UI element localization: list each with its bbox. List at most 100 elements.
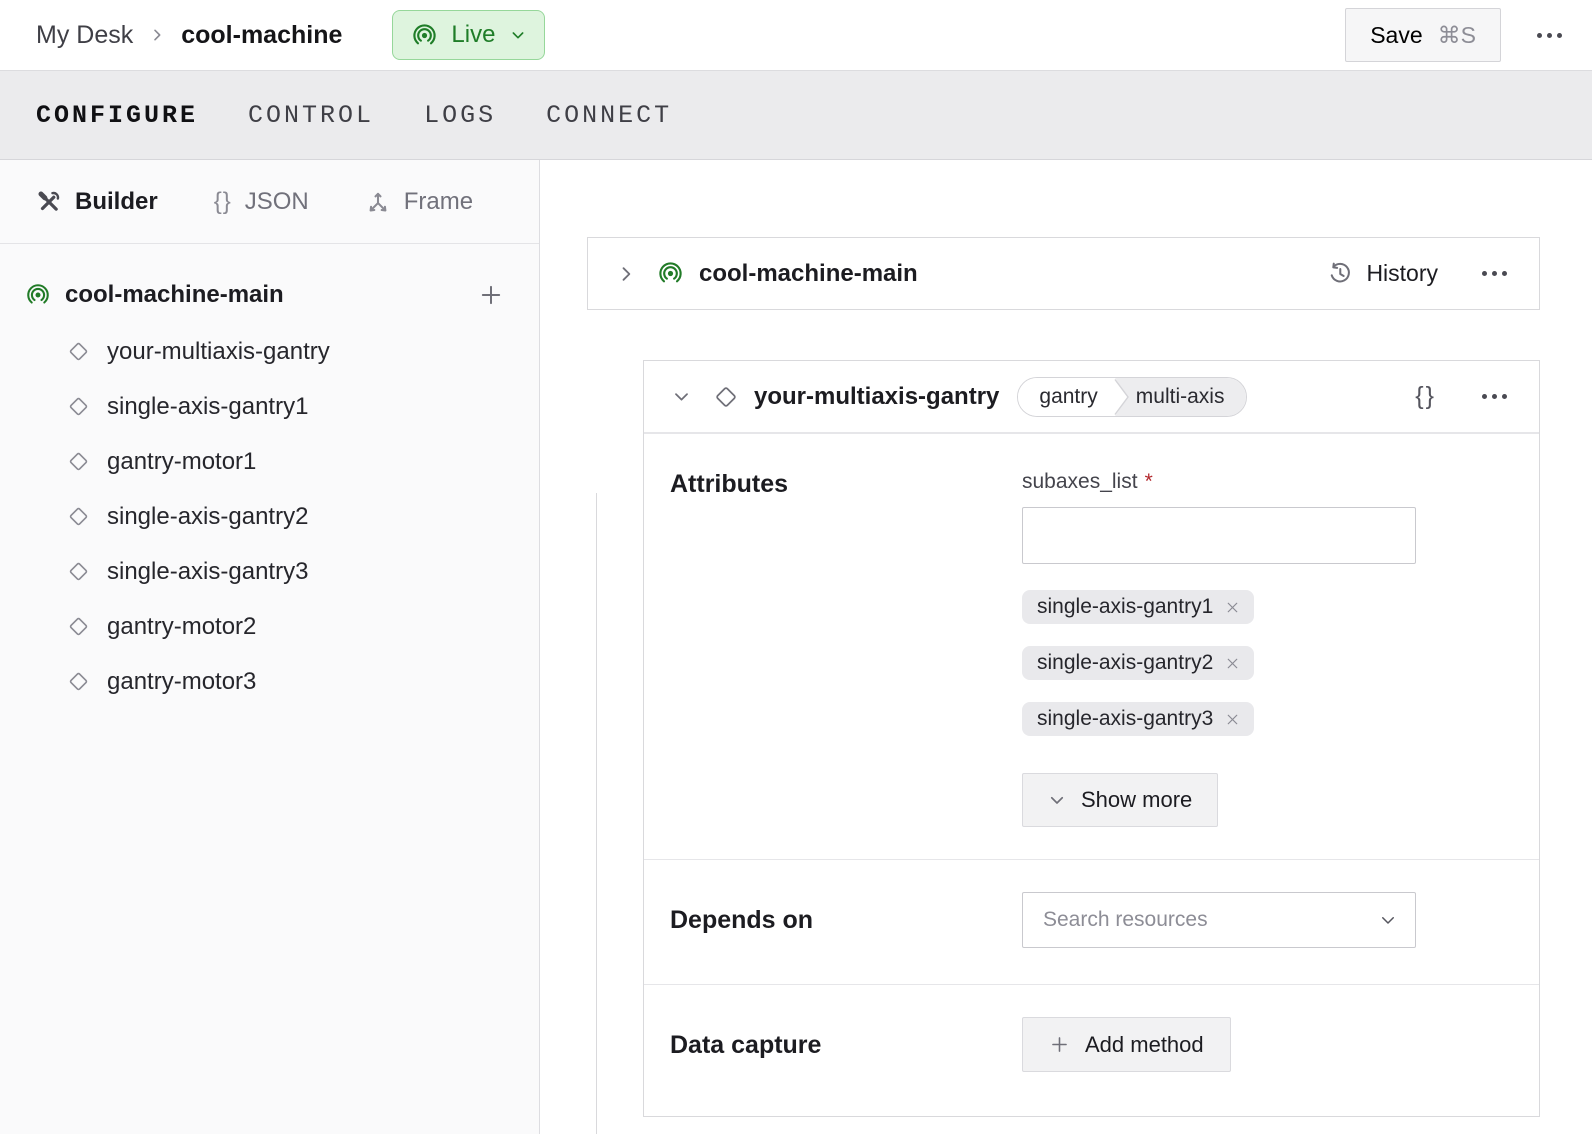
tab-bar: CONFIGURE CONTROL LOGS CONNECT — [0, 70, 1592, 160]
attributes-section-body: subaxes_list* single-axis-gantry1 — [1022, 470, 1416, 827]
component-diamond-icon — [67, 340, 90, 363]
component-card-menu-button[interactable] — [1478, 386, 1511, 407]
breadcrumb: My Desk cool-machine — [36, 21, 342, 50]
component-type-tag: gantry multi-axis — [1017, 376, 1248, 417]
collapse-chevron-down-icon[interactable] — [672, 387, 691, 406]
component-diamond-icon — [67, 670, 90, 693]
view-json-label: JSON — [244, 187, 309, 215]
tree-root-machine-part[interactable]: cool-machine-main — [0, 266, 539, 324]
chevron-down-icon — [1048, 791, 1066, 809]
history-clock-icon — [1326, 260, 1353, 287]
sidebar: Builder {} JSON Frame — [0, 160, 540, 1134]
depends-on-body — [1022, 892, 1416, 984]
tab-control[interactable]: CONTROL — [248, 100, 375, 130]
tab-connect[interactable]: CONNECT — [546, 100, 673, 130]
tab-configure[interactable]: CONFIGURE — [36, 100, 199, 130]
breadcrumb-current: cool-machine — [181, 20, 343, 49]
main-panel: cool-machine-main History — [540, 160, 1592, 1134]
resource-tree: cool-machine-main your-multiaxis-gantry … — [0, 244, 539, 709]
component-title: your-multiaxis-gantry — [754, 382, 1000, 410]
live-label: Live — [451, 21, 496, 48]
view-frame[interactable]: Frame — [365, 188, 473, 216]
data-capture-section: Data capture Add method — [644, 984, 1539, 1124]
data-capture-body: Add method — [1022, 1017, 1416, 1124]
save-label: Save — [1370, 21, 1423, 48]
plus-icon — [1049, 1034, 1070, 1055]
tree-connector-line — [596, 493, 597, 1134]
tree-item-your-multiaxis-gantry[interactable]: your-multiaxis-gantry — [0, 324, 539, 379]
tree-item-label: gantry-motor2 — [107, 612, 257, 640]
tag-multi-axis: multi-axis — [1129, 377, 1247, 416]
data-capture-label-wrap: Data capture — [644, 1017, 1022, 1124]
subaxes-field-label-row: subaxes_list* — [1022, 470, 1416, 494]
component-diamond-icon — [67, 615, 90, 638]
component-card-header: your-multiaxis-gantry gantry multi-axis … — [644, 361, 1539, 433]
depends-on-select — [1022, 892, 1416, 948]
machine-part-card: cool-machine-main History — [587, 237, 1540, 310]
add-method-button[interactable]: Add method — [1022, 1017, 1231, 1072]
view-frame-label: Frame — [403, 187, 474, 215]
chip-single-axis-gantry1: single-axis-gantry1 — [1022, 590, 1255, 624]
tag-gantry: gantry — [1018, 377, 1112, 416]
chip-single-axis-gantry3: single-axis-gantry3 — [1022, 702, 1255, 736]
tree-item-label: single-axis-gantry3 — [107, 557, 309, 585]
history-button[interactable]: History — [1326, 260, 1438, 287]
tree-item-gantry-motor3[interactable]: gantry-motor3 — [0, 654, 539, 709]
data-capture-label: Data capture — [670, 1030, 822, 1059]
add-component-button[interactable] — [477, 281, 505, 309]
tab-logs[interactable]: LOGS — [424, 100, 497, 130]
history-label: History — [1366, 260, 1438, 286]
tree-item-label: single-axis-gantry2 — [107, 502, 309, 530]
search-resources-input[interactable] — [1023, 893, 1415, 947]
subaxes-field-label: subaxes_list — [1022, 470, 1138, 493]
attributes-section-label: Attributes — [670, 470, 789, 498]
breadcrumb-parent[interactable]: My Desk — [36, 20, 134, 49]
depends-on-section: Depends on — [644, 859, 1539, 984]
top-bar: My Desk cool-machine Live Save ⌘S — [0, 0, 1592, 70]
save-shortcut: ⌘S — [1437, 21, 1476, 48]
expand-chevron-right-icon[interactable] — [616, 264, 636, 284]
tree-item-single-axis-gantry2[interactable]: single-axis-gantry2 — [0, 489, 539, 544]
content-area: Builder {} JSON Frame — [0, 160, 1592, 1134]
tree-item-label: gantry-motor1 — [107, 447, 257, 475]
depends-on-label-wrap: Depends on — [644, 892, 1022, 984]
chip-single-axis-gantry2: single-axis-gantry2 — [1022, 646, 1255, 680]
tree-item-single-axis-gantry1[interactable]: single-axis-gantry1 — [0, 379, 539, 434]
view-builder[interactable]: Builder — [36, 188, 158, 216]
tag-divider-chevron — [1112, 377, 1130, 416]
broadcast-icon — [657, 260, 684, 287]
attributes-section: Attributes subaxes_list* single-axis-gan… — [644, 433, 1539, 859]
tree-item-gantry-motor2[interactable]: gantry-motor2 — [0, 599, 539, 654]
depends-on-label: Depends on — [670, 905, 814, 934]
component-card: your-multiaxis-gantry gantry multi-axis … — [643, 360, 1540, 1117]
view-json[interactable]: {} JSON — [214, 188, 309, 216]
component-diamond-icon — [67, 450, 90, 473]
tree-item-label: gantry-motor3 — [107, 667, 257, 695]
show-more-button[interactable]: Show more — [1022, 773, 1219, 827]
chip-label: single-axis-gantry2 — [1037, 651, 1214, 674]
save-button[interactable]: Save ⌘S — [1345, 8, 1501, 62]
component-diamond-icon — [67, 560, 90, 583]
tree-root-label: cool-machine-main — [65, 281, 284, 308]
frame-axes-icon — [365, 189, 391, 215]
topbar-overflow-menu-button[interactable] — [1533, 25, 1566, 46]
chevron-down-icon — [510, 27, 526, 43]
view-toggle: Builder {} JSON Frame — [0, 160, 539, 244]
subaxes-chip-list: single-axis-gantry1 single-axis-gantry2 — [1022, 590, 1416, 736]
live-status-dropdown[interactable]: Live — [392, 10, 546, 60]
component-diamond-icon — [67, 505, 90, 528]
tree-item-single-axis-gantry3[interactable]: single-axis-gantry3 — [0, 544, 539, 599]
component-diamond-icon — [67, 395, 90, 418]
show-more-label: Show more — [1081, 787, 1193, 812]
remove-chip-close-icon[interactable] — [1224, 655, 1241, 672]
tree-item-label: single-axis-gantry1 — [107, 392, 309, 420]
machine-card-menu-button[interactable] — [1478, 263, 1511, 284]
tree-item-gantry-motor1[interactable]: gantry-motor1 — [0, 434, 539, 489]
remove-chip-close-icon[interactable] — [1224, 711, 1241, 728]
subaxes-input[interactable] — [1022, 507, 1416, 564]
edit-json-braces-button[interactable]: {} — [1415, 382, 1436, 410]
view-builder-label: Builder — [75, 187, 158, 215]
remove-chip-close-icon[interactable] — [1224, 599, 1241, 616]
broadcast-icon — [25, 282, 51, 308]
